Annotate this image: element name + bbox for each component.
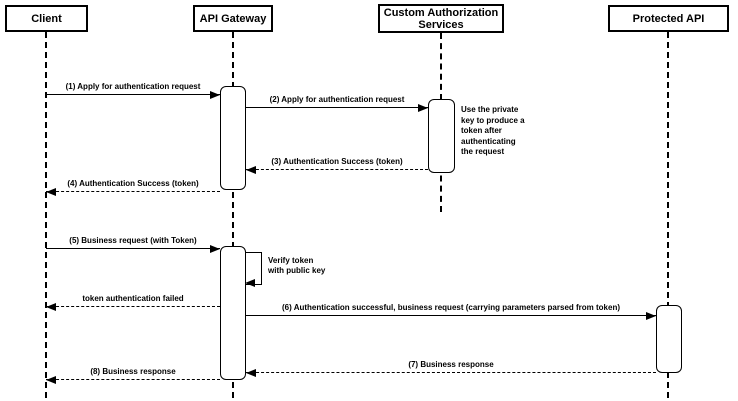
self-message-verify-token-label: Verify token with public key <box>268 256 326 275</box>
actor-api-gateway: API Gateway <box>193 5 273 32</box>
arrow-right-icon <box>210 90 220 99</box>
message-7-business-response: (7) Business response <box>246 357 656 377</box>
activation-api-gateway-auth <box>220 86 246 190</box>
message-1-line <box>46 94 220 95</box>
message-8-label: (8) Business response <box>90 367 176 376</box>
message-1-label: (1) Apply for authentication request <box>65 82 201 91</box>
message-token-failed-label: token authentication failed <box>82 294 184 303</box>
lifeline-client <box>45 32 47 398</box>
message-2-apply-authentication: (2) Apply for authentication request <box>246 92 428 112</box>
message-1-apply-authentication: (1) Apply for authentication request <box>46 79 220 99</box>
message-3-line <box>246 169 428 170</box>
lifeline-protected-api <box>667 32 669 398</box>
arrow-right-icon <box>418 103 428 112</box>
actor-client: Client <box>5 5 88 32</box>
message-2-label: (2) Apply for authentication request <box>269 95 405 104</box>
message-5-business-request: (5) Business request (with Token) <box>46 233 220 253</box>
arrow-left-icon <box>245 279 255 287</box>
actor-api-gateway-label: API Gateway <box>199 12 267 25</box>
arrow-right-icon <box>210 244 220 253</box>
message-2-line <box>246 107 428 108</box>
activation-custom-authorization-services <box>428 99 455 173</box>
message-7-line <box>246 372 656 373</box>
arrow-left-icon <box>246 165 256 174</box>
arrow-right-icon <box>646 311 656 320</box>
arrow-left-icon <box>46 375 56 384</box>
actor-client-label: Client <box>31 12 62 25</box>
message-8-line <box>46 379 220 380</box>
message-4-authentication-success: (4) Authentication Success (token) <box>46 176 220 196</box>
lifeline-api-gateway <box>232 32 234 398</box>
message-3-authentication-success: (3) Authentication Success (token) <box>246 154 428 174</box>
actor-protected-api-label: Protected API <box>632 12 705 25</box>
self-message-verify-token <box>245 252 262 287</box>
message-5-label: (5) Business request (with Token) <box>69 236 197 245</box>
arrow-left-icon <box>46 302 56 311</box>
activation-protected-api <box>656 305 682 373</box>
message-token-failed-line <box>46 306 220 307</box>
message-6-line <box>246 315 656 316</box>
message-3-label: (3) Authentication Success (token) <box>271 157 403 166</box>
note-private-key: Use the private key to produce a token a… <box>461 105 525 156</box>
arrow-left-icon <box>46 187 56 196</box>
actor-custom-authorization-services: Custom Authorization Services <box>378 4 504 33</box>
message-7-label: (7) Business response <box>408 360 494 369</box>
activation-api-gateway-business <box>220 246 246 380</box>
message-token-authentication-failed: token authentication failed <box>46 291 220 311</box>
actor-custom-authorization-services-label: Custom Authorization Services <box>383 6 499 31</box>
message-6-label: (6) Authentication successful, business … <box>281 303 621 312</box>
message-5-line <box>46 248 220 249</box>
arrow-left-icon <box>246 368 256 377</box>
actor-protected-api: Protected API <box>608 5 729 32</box>
message-4-label: (4) Authentication Success (token) <box>67 179 199 188</box>
message-4-line <box>46 191 220 192</box>
message-8-business-response: (8) Business response <box>46 364 220 384</box>
message-6-authentication-successful-business-request: (6) Authentication successful, business … <box>246 300 656 320</box>
